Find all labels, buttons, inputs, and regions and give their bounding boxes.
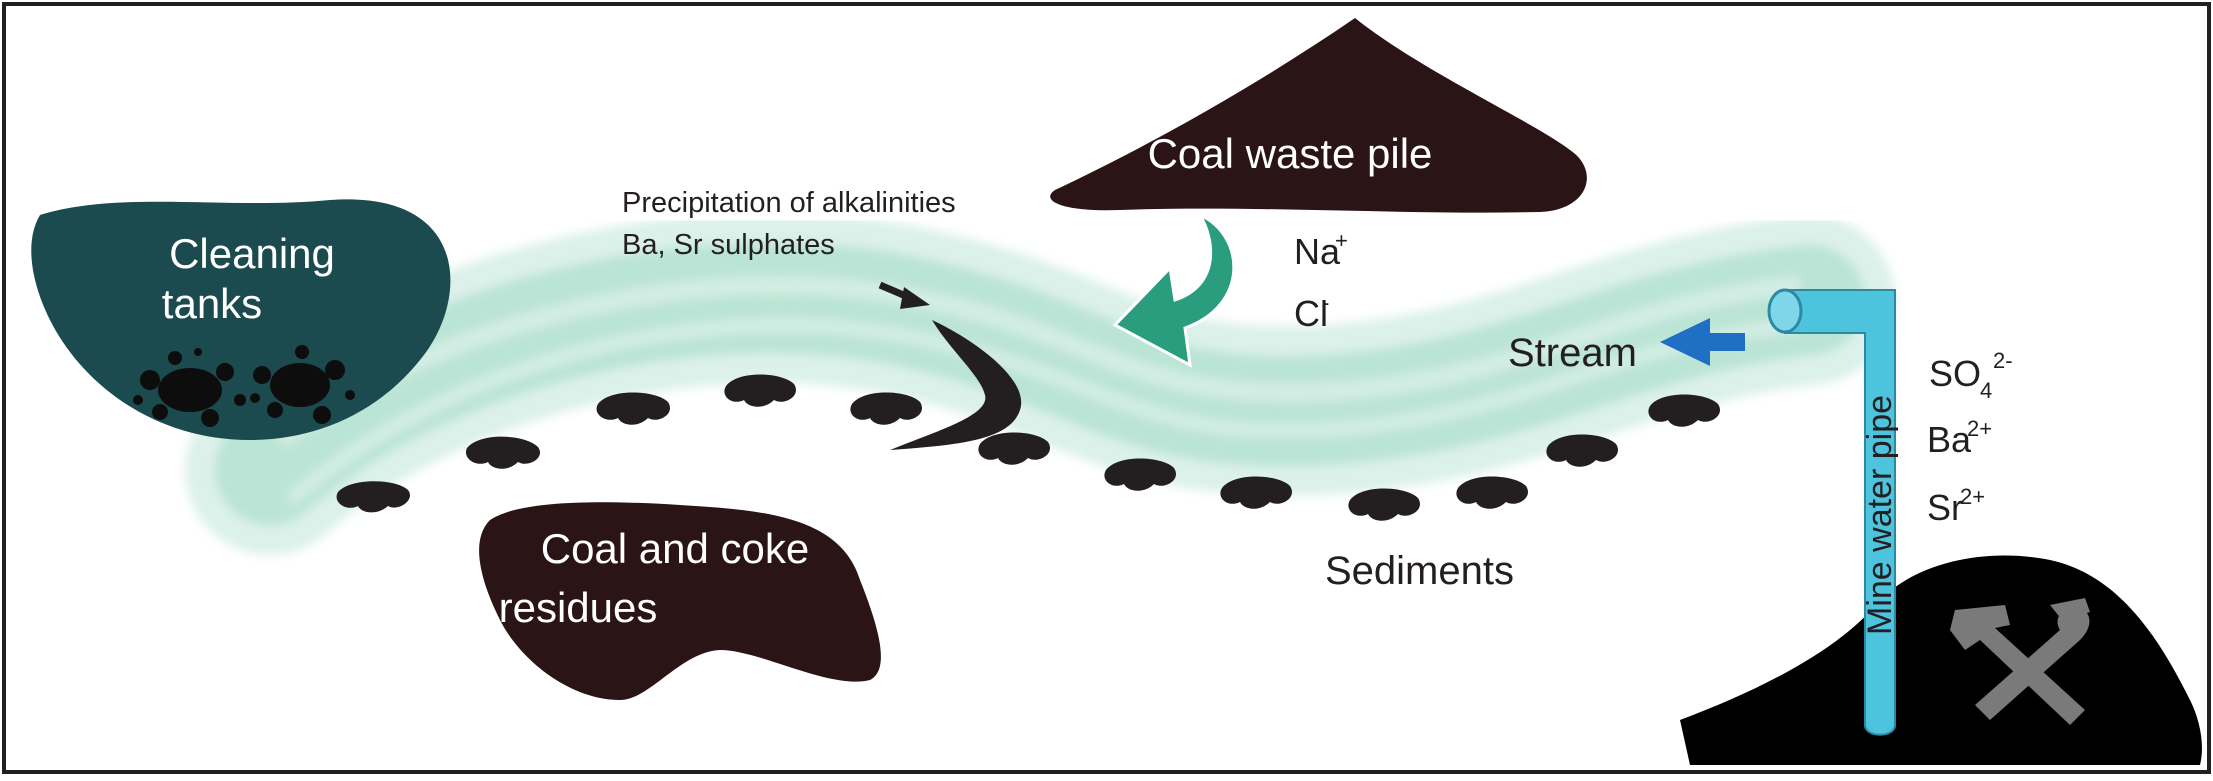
- sediment: [1104, 458, 1176, 491]
- sediment: [850, 392, 922, 425]
- green-arrow-icon: [1112, 211, 1236, 368]
- mine-heap: [1680, 555, 2202, 765]
- coal-waste-pile: Coal waste pile: [1050, 18, 1587, 213]
- so4-ion-label: SO: [1929, 353, 1981, 394]
- na-ion-charge: +: [1335, 228, 1348, 253]
- sediment: [1546, 434, 1618, 467]
- coal-coke-label-line2: residues: [499, 584, 658, 631]
- na-ion-label: Na: [1294, 231, 1341, 272]
- sediment: [596, 392, 670, 425]
- mine-water-pipe: Mine water pipe: [1767, 288, 1899, 736]
- coal-coke-label-line1: Coal and coke: [541, 525, 810, 572]
- cleaning-tanks-label-line2: tanks: [162, 280, 262, 327]
- blue-arrow-icon: [1660, 318, 1745, 366]
- na-ion: Na +: [1294, 228, 1348, 272]
- ba-ion-charge: 2+: [1967, 416, 1992, 441]
- precipitation-pointer-icon: [878, 281, 930, 309]
- sr-ion-charge: 2+: [1960, 484, 1985, 509]
- sr-ion-label: Sr: [1927, 487, 1963, 528]
- sediment: [1348, 488, 1420, 521]
- precipitation-label-line1: Precipitation of alkalinities: [622, 187, 956, 219]
- cleaning-tanks-label-line1: Cleaning: [169, 230, 335, 277]
- sediment: [1220, 476, 1292, 509]
- oil-spill-right: [250, 345, 355, 424]
- hammer-and-pick-icon: [1950, 598, 2090, 725]
- precipitation-label-line2: Ba, Sr sulphates: [622, 229, 835, 261]
- sediments-group: [336, 374, 1720, 521]
- cl-ion-label: Cl: [1294, 293, 1328, 334]
- ba-ion: Ba 2+: [1927, 416, 1992, 460]
- sediment: [1456, 476, 1528, 509]
- sediment: [465, 436, 540, 469]
- coal-coke-residues: Coal and coke residues: [479, 502, 881, 700]
- mine-water-pipe-label: Mine water pipe: [1861, 395, 1899, 635]
- so4-ion-subscript: 4: [1980, 378, 1992, 403]
- precipitate-crescent: [890, 320, 1022, 450]
- sediment: [724, 374, 796, 407]
- sediment: [978, 432, 1050, 465]
- cl-ion: Cl -: [1294, 290, 1329, 334]
- sr-ion: Sr 2+: [1927, 484, 1985, 528]
- so4-ion: SO 4 2-: [1929, 348, 2013, 403]
- ba-ion-label: Ba: [1927, 419, 1972, 460]
- oil-spill-left: [133, 348, 246, 427]
- coal-waste-pile-label: Coal waste pile: [1148, 130, 1433, 177]
- so4-ion-charge: 2-: [1993, 348, 2013, 373]
- cl-ion-charge: -: [1322, 290, 1329, 315]
- sediment: [336, 481, 410, 513]
- sediments-label: Sediments: [1325, 549, 1514, 593]
- stream-band: [185, 212, 1895, 555]
- sediment: [1648, 394, 1720, 427]
- cleaning-tanks: Cleaning tanks: [31, 199, 451, 440]
- stream-label: Stream: [1508, 331, 1637, 375]
